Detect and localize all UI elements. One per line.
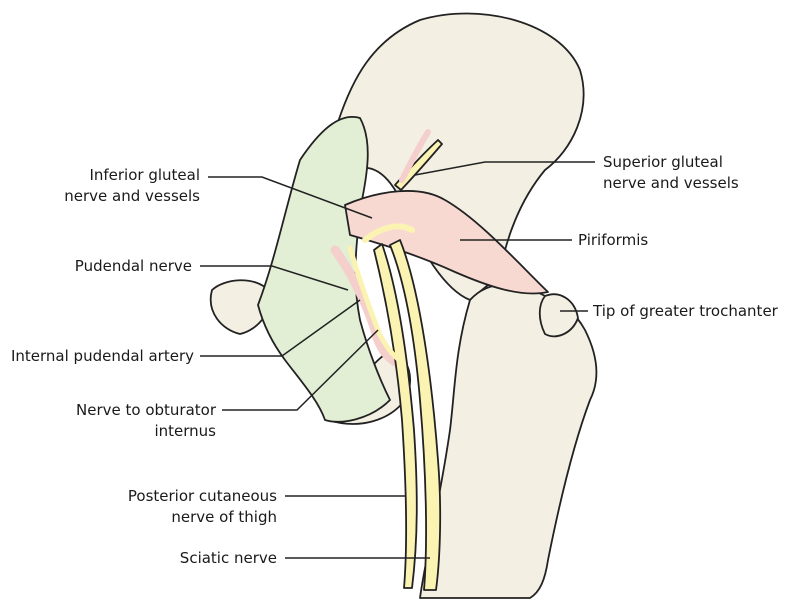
internal-pudendal-vessel — [330, 245, 400, 367]
label-line: Superior gluteal — [603, 153, 723, 171]
label-line: Nerve to obturator — [76, 401, 216, 419]
sciatic-nerve — [389, 239, 442, 591]
label-line: nerve of thigh — [171, 508, 277, 526]
label-tip-greater-trochanter: Tip of greater trochanter — [593, 301, 778, 322]
label-inferior-gluteal: Inferior gluteal nerve and vessels — [20, 165, 200, 207]
leader-obturator-internus — [222, 329, 379, 411]
label-line: Sciatic nerve — [179, 549, 277, 567]
label-piriformis: Piriformis — [578, 230, 648, 251]
label-line: Piriformis — [578, 231, 649, 249]
label-superior-gluteal: Superior gluteal nerve and vessels — [603, 152, 739, 194]
label-line: internus — [154, 422, 216, 440]
label-internal-pudendal-artery: Internal pudendal artery — [2, 346, 194, 367]
femur-bone — [419, 283, 598, 599]
label-sciatic-nerve: Sciatic nerve — [100, 548, 277, 569]
superior-gluteal-vessel — [399, 129, 431, 183]
label-line: Pudendal nerve — [74, 257, 192, 275]
label-line: Posterior cutaneous — [127, 487, 277, 505]
label-line: nerve and vessels — [603, 174, 739, 192]
label-posterior-cutaneous: Posterior cutaneous nerve of thigh — [60, 486, 277, 528]
label-line: Inferior gluteal — [89, 166, 200, 184]
leader-inferior-gluteal — [208, 176, 373, 219]
leader-pudendal-nerve — [200, 265, 349, 291]
ilium-bone — [337, 12, 585, 301]
piriformis-muscle — [344, 190, 549, 295]
label-line: Internal pudendal artery — [10, 347, 194, 365]
pudendal-nerve — [347, 245, 405, 365]
label-pudendal-nerve: Pudendal nerve — [20, 256, 192, 277]
inferior-gluteal-nerve — [362, 223, 415, 243]
leader-internal-pudendal — [200, 299, 361, 357]
posterior-cutaneous-nerve — [373, 243, 418, 589]
sacrotuberous-ligament — [257, 116, 391, 423]
label-line: nerve and vessels — [64, 187, 200, 205]
greater-trochanter — [538, 293, 579, 338]
leader-superior-gluteal — [414, 161, 595, 176]
label-line: Tip of greater trochanter — [593, 302, 778, 320]
label-nerve-obturator-internus: Nerve to obturator internus — [20, 400, 216, 442]
